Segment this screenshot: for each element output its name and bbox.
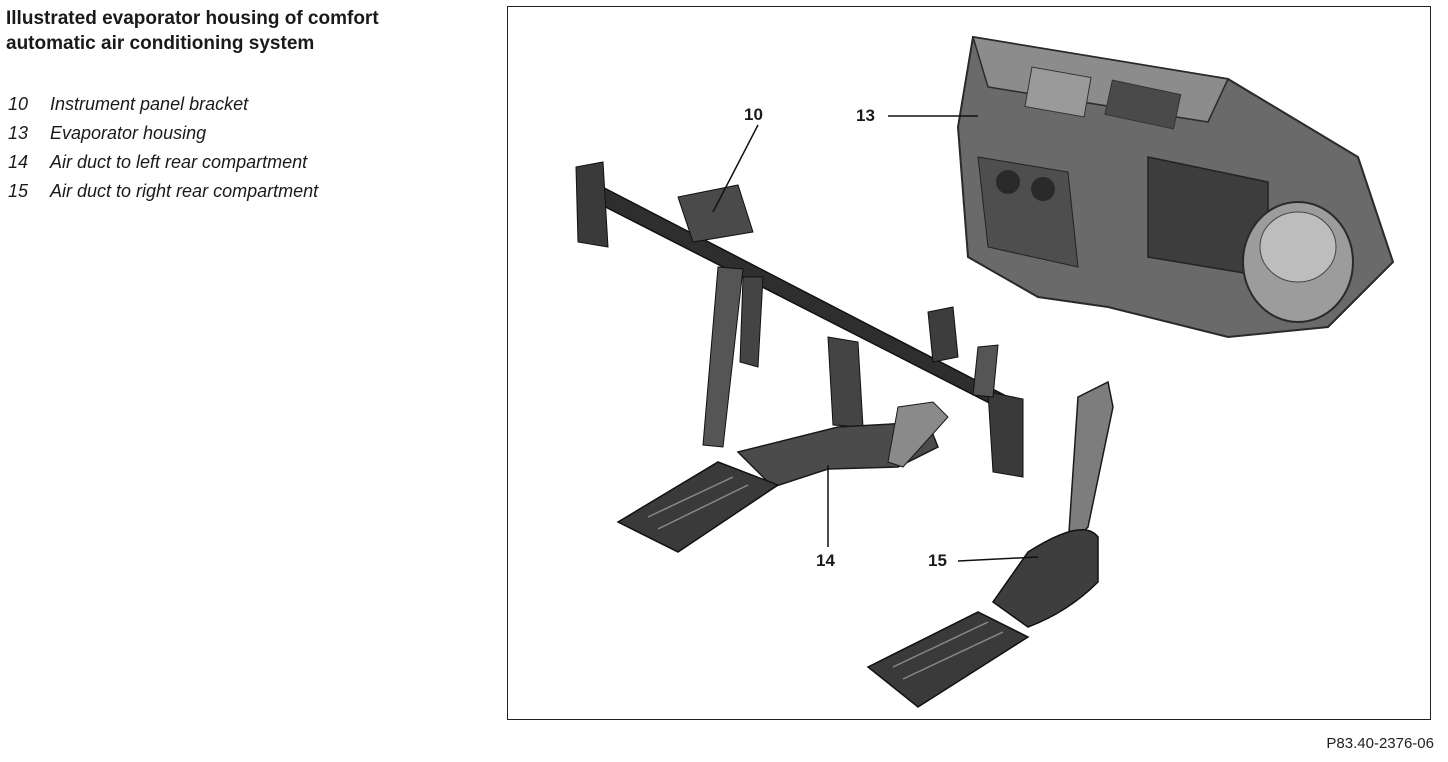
legend-label: Air duct to right rear compartment (50, 181, 319, 201)
title-line-1: Illustrated evaporator housing of comfor… (6, 8, 379, 29)
legend-item: 15 Air duct to right rear compartment (8, 177, 318, 206)
legend-number: 15 (8, 181, 29, 201)
legend-item: 14 Air duct to left rear compartment (8, 148, 318, 177)
evaporator-housing-illustration (956, 35, 1395, 339)
technical-illustration: 10 13 14 15 (507, 6, 1431, 720)
legend-number: 14 (8, 152, 29, 172)
legend-item: 10 Instrument panel bracket (8, 90, 318, 119)
legend-label: Air duct to left rear compartment (50, 152, 308, 172)
parts-legend: 10 Instrument panel bracket 13 Evaporator … (8, 90, 318, 206)
leader-line-10 (712, 124, 759, 213)
right-rear-air-duct-illustration (866, 380, 1114, 708)
legend-item: 13 Evaporator housing (8, 119, 318, 148)
illustration-drawing (575, 35, 1395, 708)
left-rear-air-duct-illustration (616, 401, 949, 553)
legend-number: 13 (8, 123, 29, 143)
document-title: Illustrated evaporator housing of comfor… (6, 6, 486, 56)
title-line-2: automatic air conditioning system (6, 33, 315, 54)
callout-15: 15 (928, 551, 947, 570)
callout-13: 13 (856, 106, 875, 125)
leader-line-15 (957, 556, 1039, 562)
legend-label: Instrument panel bracket (50, 94, 249, 114)
legend-label: Evaporator housing (50, 123, 207, 143)
instrument-panel-bracket-illustration (575, 161, 1024, 478)
callout-10: 10 (744, 105, 763, 124)
callout-14: 14 (816, 551, 835, 570)
legend-number: 10 (8, 94, 29, 114)
figure-code: P83.40-2376-06 (1326, 735, 1434, 752)
